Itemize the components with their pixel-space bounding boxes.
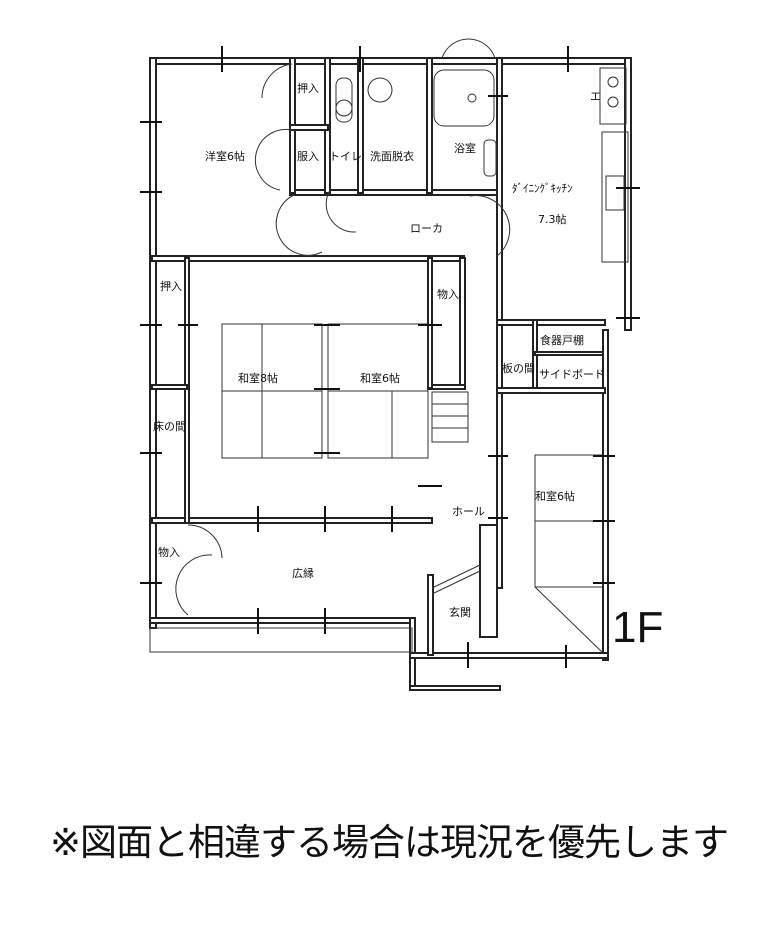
- label-japanese-6-right: 和室6帖: [535, 489, 575, 503]
- label-japanese-8: 和室8帖: [238, 371, 278, 385]
- label-cupboard: 食器戸棚: [540, 333, 584, 347]
- label-storage-mono-left: 物入: [158, 545, 180, 559]
- label-engawa: 広縁: [292, 566, 314, 580]
- label-dining-kitchen: ﾀﾞｲﾆﾝｸﾞｷｯﾁﾝ: [512, 182, 573, 195]
- door-swings: [175, 38, 511, 616]
- label-dining-kitchen-size: 7.3帖: [538, 213, 567, 226]
- label-corridor: ローカ: [410, 222, 443, 235]
- fixtures: [335, 67, 629, 263]
- label-storage-mono-right: 物入: [437, 287, 459, 301]
- label-bath: 浴室: [454, 141, 476, 155]
- floor-plan: 洋室6帖 押入 服入 トイレ 洗面脱衣 浴室 ﾀﾞｲﾆﾝｸﾞｷｯﾁﾝ 7.3帖 …: [140, 38, 640, 691]
- label-entrance: 玄関: [449, 605, 471, 619]
- stairs: [431, 391, 469, 443]
- floor-label: 1F: [612, 603, 664, 652]
- disclaimer-note: ※図面と相違する場合は現況を優先します: [50, 821, 729, 864]
- veranda-outline: [149, 627, 413, 653]
- label-western-room: 洋室6帖: [205, 149, 245, 163]
- tatami-lines: [221, 323, 604, 654]
- label-washroom: 洗面脱衣: [370, 149, 414, 163]
- entrance-step: [431, 564, 481, 595]
- label-japanese-6-center: 和室6帖: [360, 371, 400, 385]
- label-hall: ホール: [452, 505, 485, 518]
- label-itanoma: 板の間: [502, 361, 535, 375]
- label-closet-fuku: 服入: [297, 150, 319, 163]
- label-toilet: トイレ: [329, 150, 362, 163]
- label-closet-oshiire-top: 押入: [297, 81, 319, 95]
- label-closet-oshiire-left: 押入: [160, 279, 182, 293]
- label-tokonoma: 床の間: [153, 419, 186, 433]
- label-sideboard: サイドボード: [539, 368, 605, 381]
- room-labels: 洋室6帖 押入 服入 トイレ 洗面脱衣 浴室 ﾀﾞｲﾆﾝｸﾞｷｯﾁﾝ 7.3帖 …: [153, 81, 605, 619]
- interior-walls: [151, 57, 606, 656]
- wall-ticks: [140, 46, 640, 668]
- label-stove-mark: エ: [590, 90, 601, 103]
